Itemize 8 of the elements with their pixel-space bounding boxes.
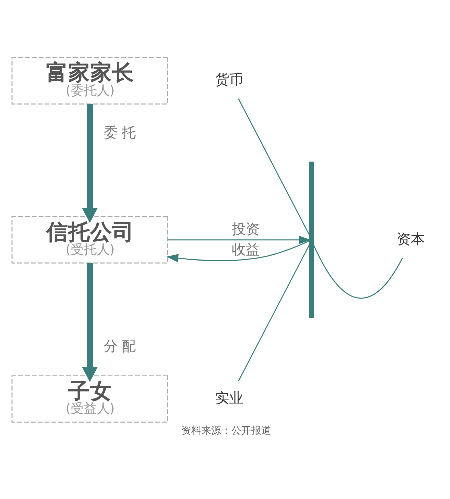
edge-label: 投资 <box>232 222 260 238</box>
node-text: 货币 <box>216 72 244 89</box>
edge-label: 委 托 <box>104 125 136 142</box>
node-text: 资本 <box>396 232 425 248</box>
caption: 资料来源：公开报道 <box>182 426 272 438</box>
edge-label: 收益 <box>232 242 260 259</box>
edge-label: 分 配 <box>104 339 136 356</box>
node-text: 实业 <box>216 390 244 407</box>
